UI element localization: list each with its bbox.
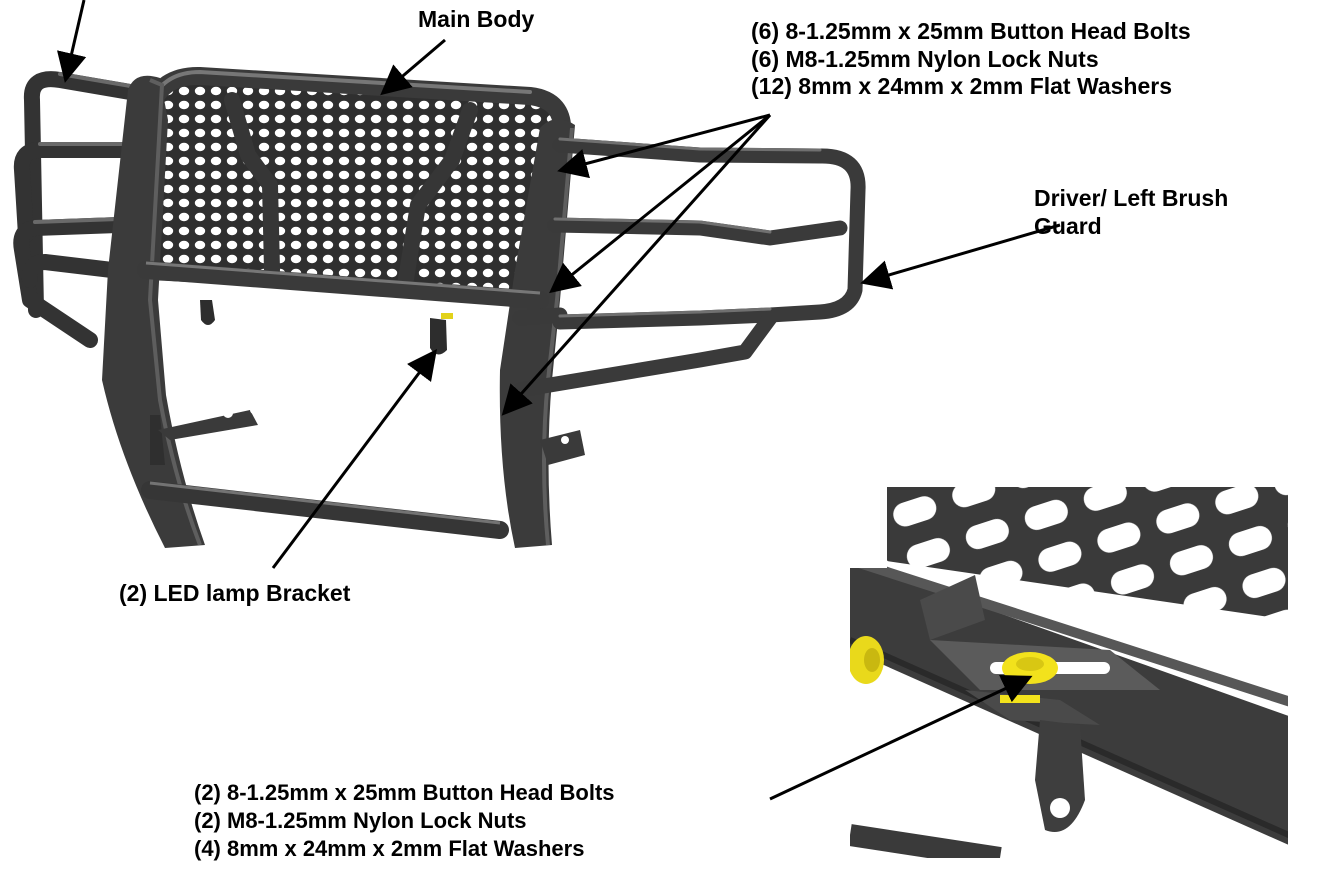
driver-guard-label: Driver/ Left Brush Guard [1034, 185, 1228, 240]
hardware-arrow-1 [557, 113, 771, 179]
led-bracket-arrow [271, 348, 437, 569]
hardware-upper-nuts: (6) M8-1.25mm Nylon Lock Nuts [751, 45, 1099, 72]
bracket-detail-inset [850, 487, 1288, 858]
hardware-lower-bolts: (2) 8-1.25mm x 25mm Button Head Bolts [194, 780, 615, 805]
driver-brush-guard-drawing [512, 137, 866, 398]
hardware-arrow-3 [501, 114, 772, 416]
hardware-list-upper: (6) 8-1.25mm x 25mm Button Head Bolts (6… [751, 18, 1191, 101]
hardware-list-lower: (2) 8-1.25mm x 25mm Button Head Bolts (2… [194, 779, 615, 863]
hardware-arrow-2 [549, 113, 771, 294]
lower-hardware-arrow [769, 675, 1033, 801]
hardware-lower-nuts: (2) M8-1.25mm Nylon Lock Nuts [194, 808, 527, 833]
passenger-guard-arrow [57, 0, 87, 83]
hardware-upper-bolts: (6) 8-1.25mm x 25mm Button Head Bolts [751, 18, 1191, 44]
leader-lines [57, 0, 1061, 801]
driver-guard-arrow [860, 223, 1061, 290]
main-body-arrow [380, 38, 446, 96]
hardware-upper-washers: (12) 8mm x 24mm x 2mm Flat Washers [751, 73, 1172, 99]
driver-guard-label-line2: Guard [1034, 212, 1102, 239]
main-body-label: Main Body [418, 6, 535, 32]
hardware-lower-washers: (4) 8mm x 24mm x 2mm Flat Washers [194, 836, 585, 861]
driver-guard-label-line1: Driver/ Left Brush [1034, 185, 1229, 211]
led-bracket-label: (2) LED lamp Bracket [119, 580, 351, 606]
grille-guard-drawing [13, 67, 585, 548]
